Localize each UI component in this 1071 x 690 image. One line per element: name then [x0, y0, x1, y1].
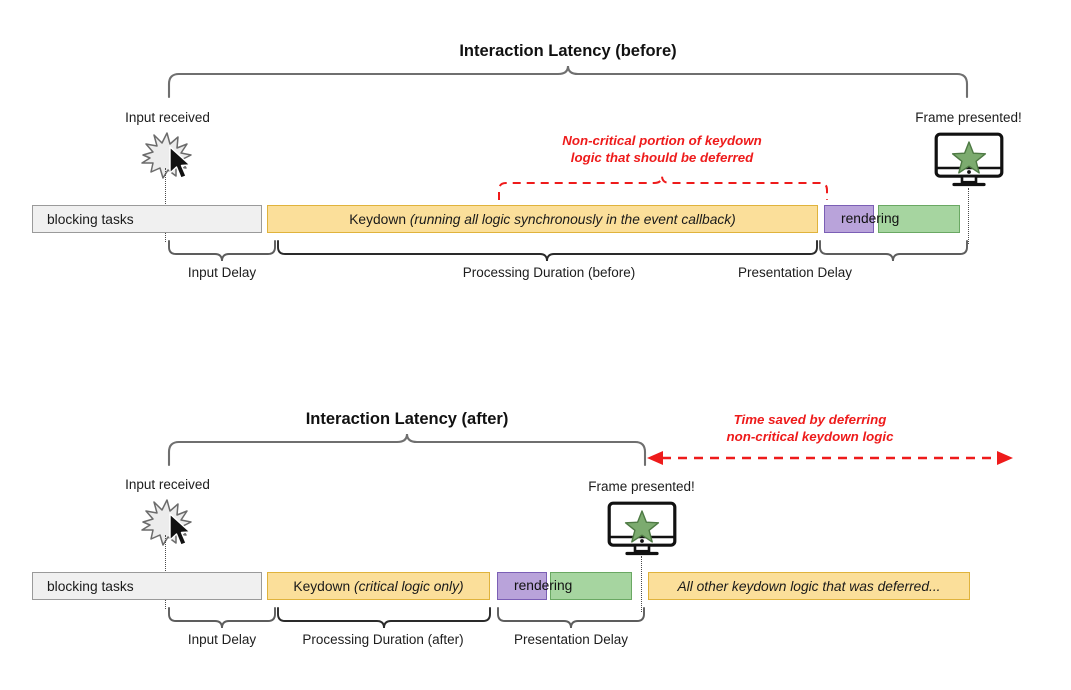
before-bar-blocking-tasks[interactable]: blocking tasks	[32, 205, 262, 233]
after-input-delay-brace	[168, 607, 276, 629]
after-frame-guide-line	[641, 556, 642, 612]
after-input-received-label: Input received	[125, 477, 210, 492]
before-bar-presentation-purple[interactable]	[824, 205, 874, 233]
after-presentation-delay-brace	[497, 607, 645, 629]
after-red-annotation-line2: non-critical keydown logic	[726, 428, 894, 444]
after-diagram-title: Interaction Latency (after)	[305, 410, 509, 428]
before-bar-presentation-green[interactable]	[878, 205, 960, 233]
before-input-received-label: Input received	[125, 110, 210, 125]
after-bar-keydown[interactable]: Keydown (critical logic only)	[267, 572, 490, 600]
before-bar-keydown-label-main: Keydown	[349, 211, 410, 227]
before-total-latency-brace	[167, 65, 969, 99]
after-input-event-icon-group	[139, 498, 201, 548]
before-processing-duration-label: Processing Duration (before)	[462, 265, 636, 280]
before-frame-guide-line	[968, 188, 969, 244]
before-processing-duration-brace	[277, 240, 818, 262]
after-processing-duration-label: Processing Duration (after)	[302, 632, 464, 647]
after-frame-presented-label: Frame presented!	[588, 479, 695, 494]
after-red-annotation-line1: Time saved by deferring	[733, 412, 887, 427]
before-bar-blocking-tasks-label: blocking tasks	[47, 211, 134, 227]
before-presentation-delay-label: Presentation Delay	[737, 265, 853, 280]
after-bar-blocking-tasks[interactable]: blocking tasks	[32, 572, 262, 600]
after-bar-keydown-label: Keydown (critical logic only)	[293, 579, 463, 594]
star-icon	[951, 141, 987, 174]
before-bar-rendering-label: rendering	[841, 211, 900, 226]
before-input-delay-brace	[168, 240, 276, 262]
after-bar-presentation-green[interactable]	[550, 572, 632, 600]
after-input-delay-label: Input Delay	[187, 632, 257, 647]
after-bar-blocking-tasks-label: blocking tasks	[47, 578, 134, 594]
after-bar-deferred-logic[interactable]: All other keydown logic that was deferre…	[648, 572, 970, 600]
after-total-latency-brace	[167, 433, 647, 467]
before-red-annotation-line1: Non-critical portion of keydown	[562, 133, 762, 148]
before-red-annotation: Non-critical portion of keydown logic th…	[462, 133, 862, 166]
after-bar-presentation-purple[interactable]	[497, 572, 547, 600]
star-icon	[624, 510, 660, 543]
before-diagram-title: Interaction Latency (before)	[459, 42, 677, 60]
after-red-annotation: Time saved by deferring non-critical key…	[660, 412, 960, 445]
monitor-icon	[934, 132, 1004, 187]
after-processing-duration-brace	[277, 607, 491, 629]
monitor-icon	[607, 501, 677, 556]
before-red-annotation-line2: logic that should be deferred	[570, 149, 754, 165]
after-presentation-delay-label: Presentation Delay	[513, 632, 629, 647]
after-bar-rendering-label: rendering	[514, 578, 573, 593]
mouse-cursor-icon	[169, 146, 191, 179]
before-frame-presented-icon-group	[934, 132, 1004, 188]
before-bar-keydown-label-detail: (running all logic synchronously in the …	[409, 211, 736, 227]
before-noncritical-dashed-brace	[498, 175, 828, 200]
after-bar-keydown-label-main: Keydown	[293, 578, 354, 594]
before-presentation-delay-brace	[819, 240, 968, 262]
before-bar-keydown-label: Keydown (running all logic synchronously…	[349, 212, 736, 227]
after-frame-presented-icon-group	[607, 501, 677, 557]
after-bar-keydown-label-detail: (critical logic only)	[353, 578, 464, 594]
before-input-event-icon-group	[139, 131, 201, 181]
mouse-cursor-icon	[169, 513, 191, 546]
before-frame-presented-label: Frame presented!	[915, 110, 1022, 125]
before-bar-keydown[interactable]: Keydown (running all logic synchronously…	[267, 205, 818, 233]
double-arrow-icon	[647, 451, 1013, 465]
after-bar-deferred-logic-label: All other keydown logic that was deferre…	[677, 578, 941, 594]
before-input-delay-label: Input Delay	[187, 265, 257, 280]
